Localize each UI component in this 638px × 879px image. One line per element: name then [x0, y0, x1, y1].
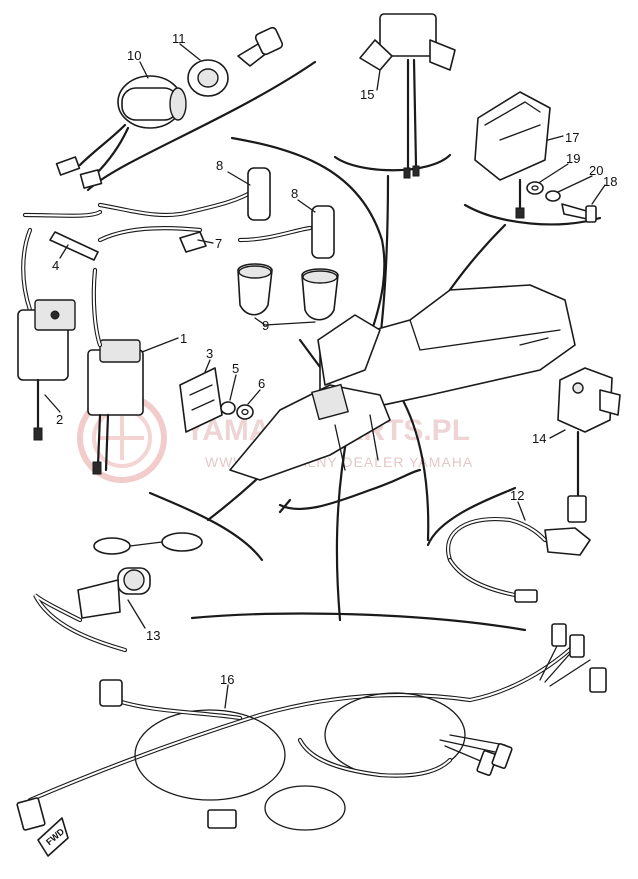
switch-cover-icon: [187, 59, 229, 97]
group-brackets: [86, 60, 602, 632]
callout-17: 17: [565, 130, 579, 145]
lock-washer-icon: [545, 190, 561, 202]
callout-numbers: 10 11 8 8 7 4 9 1 3 5 6 2 15 17 19 20 18…: [52, 31, 617, 687]
callout-8b: 8: [291, 186, 298, 201]
throttle-switch-icon: [557, 367, 621, 523]
plug-lead-icon: [97, 167, 335, 259]
callout-6: 6: [258, 376, 265, 391]
callout-12: 12: [510, 488, 524, 503]
washer-icon: [526, 181, 544, 195]
regulator-icon: [474, 91, 551, 219]
clamp-icon: [179, 231, 207, 253]
callout-11: 11: [172, 31, 186, 46]
fwd-arrow-icon: FWD: [37, 817, 69, 857]
wire-harness-icon: [16, 623, 607, 831]
bracket-mid-left: [148, 491, 264, 562]
callout-15: 15: [360, 87, 374, 102]
collar-icon: [220, 401, 236, 415]
ignition-coil-icon: [17, 299, 76, 441]
coil-bracket-icon: [21, 209, 203, 313]
callout-2: 2: [56, 412, 63, 427]
cdi-unit-icon: [87, 267, 144, 475]
stop-switch-icon: [446, 517, 591, 603]
snowmobile-body-icon: [229, 284, 576, 514]
callout-5: 5: [232, 361, 239, 376]
key-icon: [237, 26, 284, 67]
callout-leaders: [44, 43, 606, 709]
callout-16: 16: [220, 672, 234, 687]
callout-9: 9: [262, 318, 269, 333]
callout-7: 7: [215, 236, 222, 251]
bracket-top-center: [333, 153, 452, 172]
mounting-plate-icon: [179, 367, 223, 433]
bracket-top-left: [86, 60, 317, 192]
nut-icon: [236, 404, 254, 420]
callout-18: 18: [603, 174, 617, 189]
main-switch-icon: [55, 75, 187, 189]
callout-1: 1: [180, 331, 187, 346]
callout-20: 20: [589, 163, 603, 178]
spark-plug-cap-icon: [237, 263, 339, 321]
callout-13: 13: [146, 628, 160, 643]
bracket-bottom: [190, 612, 527, 632]
callout-19: 19: [566, 151, 580, 166]
callout-3: 3: [206, 346, 213, 361]
callout-4: 4: [52, 258, 59, 273]
light-switch-icon: [33, 532, 203, 653]
bracket-mid-right: [426, 486, 517, 547]
bolt-icon: [561, 203, 597, 223]
callout-14: 14: [532, 431, 546, 446]
callout-10: 10: [127, 48, 141, 63]
callout-8a: 8: [216, 158, 223, 173]
